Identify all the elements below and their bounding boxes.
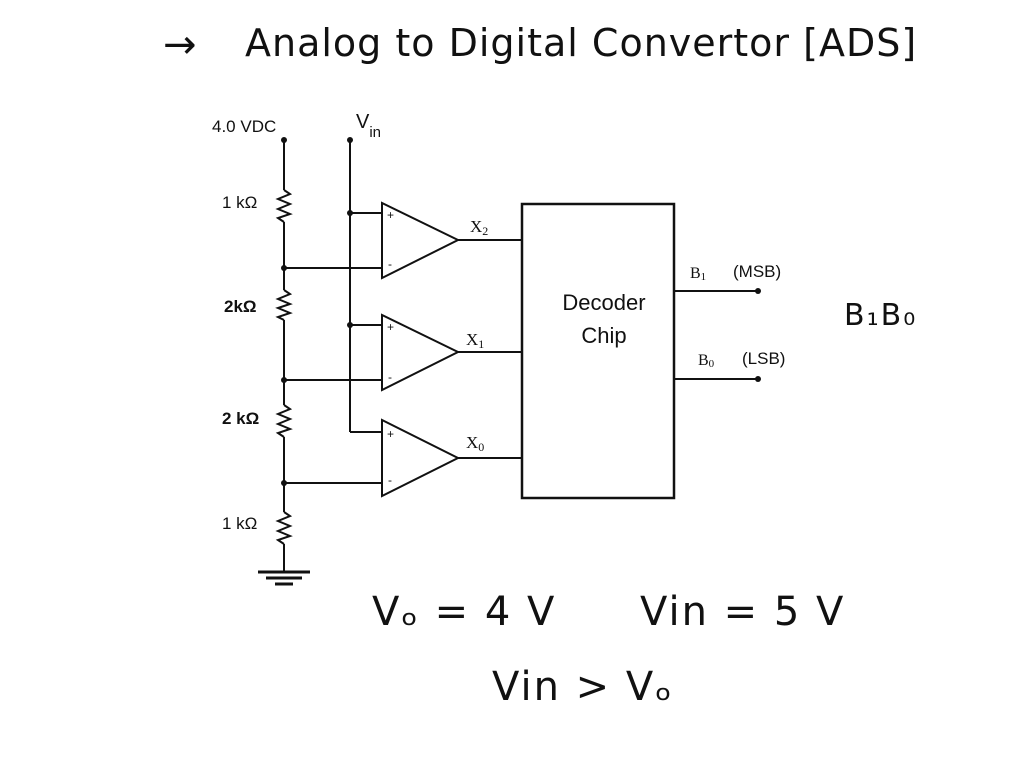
comparator-plus-sign: + [387,427,394,441]
supply-voltage-label: 4.0 VDC [212,117,276,136]
equation-vf: Vₒ = 4 V [372,589,556,635]
junction-dot [281,377,287,383]
ground-icon [258,570,310,586]
junction-dots [281,137,761,486]
lsb-tag: (LSB) [742,349,785,368]
wiring [283,140,758,572]
output-label-x0: X0 [466,433,484,454]
comparator-x0 [381,418,461,498]
title-arrow: → [163,22,197,68]
resistor-3-label: 2 kΩ [222,409,259,428]
resistor-1-zigzag [275,189,293,223]
resistor-zigzags [275,189,293,545]
comparator-plus-sign: + [387,208,394,222]
comparator-signs: + - + - + - [387,208,394,487]
decoder-label-line2: Chip [581,323,626,348]
junction-dot [281,265,287,271]
junction-dot [281,137,287,143]
comparator-minus-sign: - [388,473,392,487]
output-label-x2: X2 [470,217,488,238]
decoder-chip [520,202,676,500]
comparator-x1 [381,313,461,392]
comparator-minus-sign: - [388,257,392,271]
equation-vin: Vin = 5 V [640,589,845,635]
resistor-1-label: 1 kΩ [222,193,257,212]
bits-note: B₁B₀ [844,298,917,333]
resistor-2-label: 2kΩ [224,297,257,316]
decoder-label-line1: Decoder [562,290,645,315]
resistor-4-label: 1 kΩ [222,514,257,533]
resistor-4-zigzag [275,511,293,545]
junction-dot [347,322,353,328]
bit-b0-label: B0 [698,352,715,370]
resistor-2-zigzag [275,289,293,321]
comparator-plus-sign: + [387,320,394,334]
bit-b1-label: B1 [690,265,706,283]
output-terminal [755,288,761,294]
junction-dot [281,480,287,486]
junction-dot [347,210,353,216]
vin-label: Vin [356,111,381,141]
equation-compare: Vin > Vₒ [492,664,674,710]
comparator-x2 [381,201,461,280]
comparators [381,201,461,498]
page-title: Analog to Digital Convertor [ADS] [245,21,917,65]
msb-tag: (MSB) [733,262,781,281]
junction-dot [347,137,353,143]
output-label-x1: X1 [466,330,484,351]
comparator-minus-sign: - [388,370,392,384]
output-terminal [755,376,761,382]
resistor-3-zigzag [275,404,293,438]
